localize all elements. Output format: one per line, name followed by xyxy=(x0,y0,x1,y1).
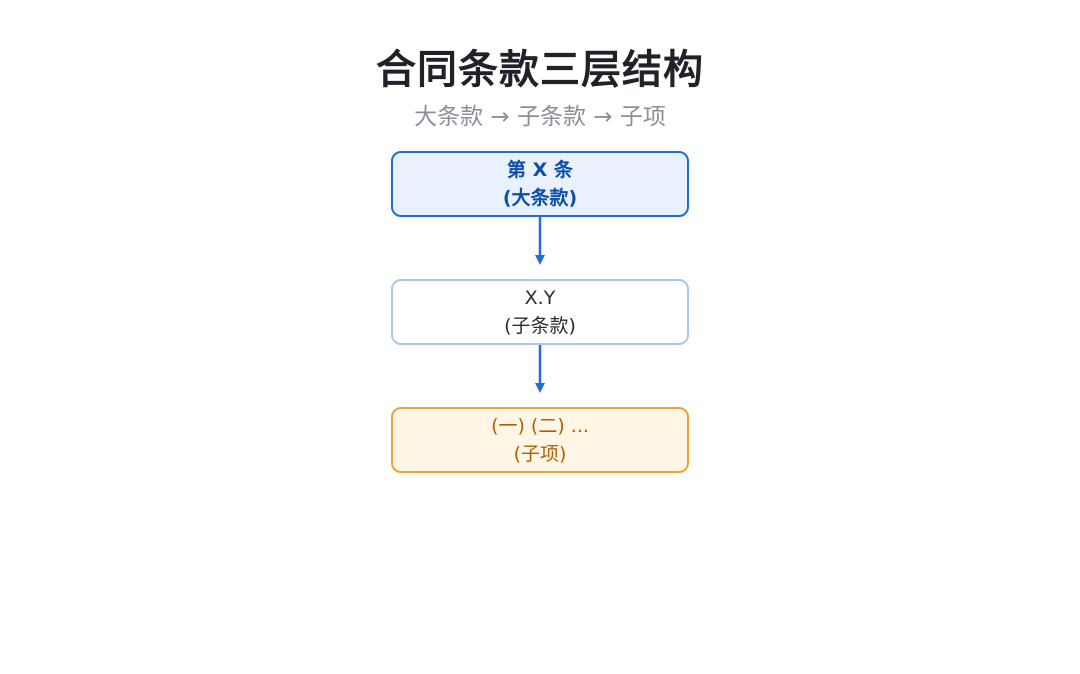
arrow-connector-2 xyxy=(535,345,545,393)
node-major-clause-label: 第 X 条 xyxy=(507,159,573,181)
node-major-clause: 第 X 条 (大条款) xyxy=(391,151,689,217)
node-sub-item-type: (子项) xyxy=(513,443,567,465)
node-major-clause-type: (大条款) xyxy=(502,187,578,209)
diagram-title: 合同条款三层结构 xyxy=(376,47,704,93)
arrow-connector-1 xyxy=(535,217,545,265)
node-sub-clause-type: (子条款) xyxy=(504,315,576,337)
node-sub-item-label: (一) (二) ... xyxy=(491,415,589,437)
node-sub-clause-label: X.Y xyxy=(524,287,556,309)
node-sub-item: (一) (二) ... (子项) xyxy=(391,407,689,473)
diagram-subtitle: 大条款 → 子条款 → 子项 xyxy=(414,104,666,130)
node-sub-clause: X.Y (子条款) xyxy=(391,279,689,345)
arrow-head-icon xyxy=(535,255,545,265)
arrow-head-icon xyxy=(535,383,545,393)
